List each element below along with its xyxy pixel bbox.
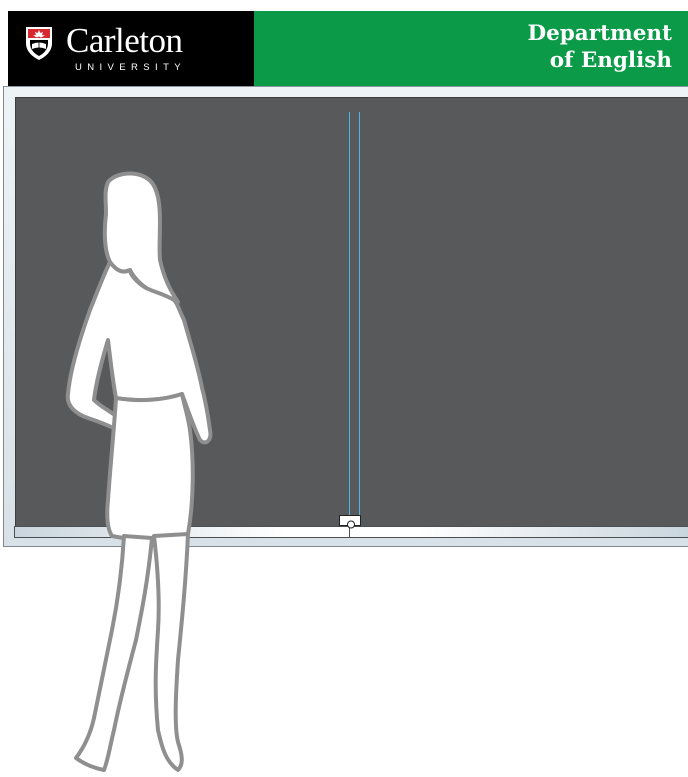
- header-banner: Carleton UNIVERSITY Department of Englis…: [8, 11, 688, 86]
- logo-wordmark: Carleton: [66, 23, 183, 59]
- projector-cable-right: [359, 112, 360, 532]
- brand-block: Carleton UNIVERSITY: [8, 11, 254, 86]
- crest-icon: [24, 25, 54, 61]
- projector-cable-left: [349, 112, 350, 532]
- camera-lens-icon: [340, 520, 360, 529]
- frame-top-edge: [4, 86, 688, 87]
- department-title-line2: of English: [527, 47, 672, 74]
- projector-device: [339, 515, 361, 526]
- department-title: Department of English: [527, 20, 672, 74]
- logo-subtitle: UNIVERSITY: [75, 62, 186, 73]
- department-block: Department of English: [254, 11, 688, 86]
- department-title-line1: Department: [527, 20, 672, 47]
- person-silhouette: [60, 170, 230, 777]
